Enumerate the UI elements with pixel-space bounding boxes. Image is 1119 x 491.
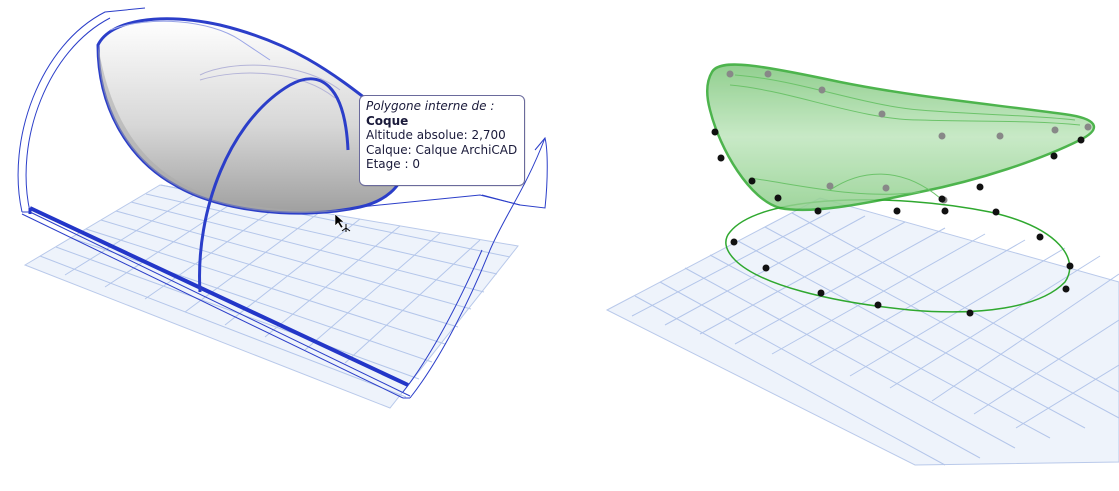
element-info-tooltip: Polygone interne de : Coque Altitude abs… [359, 95, 525, 186]
left-3d-viewport[interactable]: Polygone interne de : Coque Altitude abs… [0, 0, 560, 491]
tooltip-element-name: Coque [366, 113, 409, 128]
tooltip-layer: Calque: Calque ArchiCAD [366, 142, 518, 157]
left-scene [17, 7, 548, 409]
freeform-shell [706, 63, 1095, 212]
tooltip-story: Etage : 0 [366, 157, 420, 171]
right-3d-viewport[interactable] [560, 0, 1119, 491]
section-frame [17, 7, 548, 399]
arrow-pointer-icon [333, 212, 355, 234]
base-edge [29, 206, 409, 387]
arch-profile [198, 77, 350, 293]
floor-grid [23, 184, 519, 409]
edge-vertices[interactable] [711, 128, 1085, 317]
shell-control-points [726, 70, 1092, 204]
tooltip-title: Polygone interne de : [366, 99, 495, 113]
tooltip-altitude: Altitude absolue: 2,700 [366, 128, 506, 142]
right-scene [605, 63, 1119, 466]
